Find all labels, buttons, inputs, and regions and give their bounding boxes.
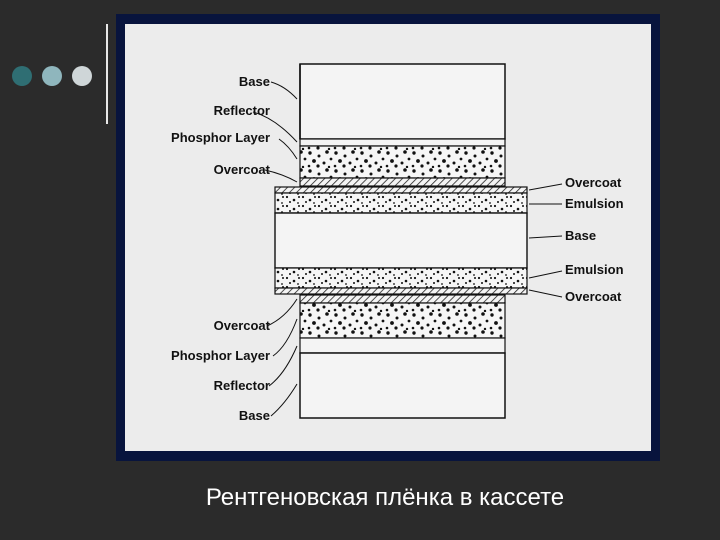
label-film-top-emulsion: Emulsion <box>565 196 624 211</box>
left-leader-lines <box>252 81 298 417</box>
label-lower-base: Base <box>239 408 270 423</box>
film-base <box>274 212 528 269</box>
lower-phosphor-layer <box>299 302 506 339</box>
label-lower-phosphor-layer: Phosphor Layer <box>171 348 270 363</box>
film-top-overcoat <box>274 186 528 194</box>
label-film-bottom-emulsion: Emulsion <box>565 262 624 277</box>
lower-reflector-layer <box>299 337 506 354</box>
label-film-top-overcoat: Overcoat <box>565 175 622 190</box>
slide-divider-line <box>106 24 108 124</box>
upper-reflector-layer <box>299 138 506 147</box>
upper-overcoat-layer <box>299 177 506 187</box>
dot-light-gray <box>72 66 92 86</box>
dot-light-teal <box>42 66 62 86</box>
film-bottom-overcoat <box>274 287 528 295</box>
film-top-emulsion <box>274 192 528 214</box>
dot-dark-teal <box>12 66 32 86</box>
upper-base-layer <box>299 63 506 140</box>
label-upper-reflector: Reflector <box>214 103 270 118</box>
label-upper-base: Base <box>239 74 270 89</box>
xray-cassette-diagram: Base Reflector Phosphor Layer Overcoat O… <box>125 24 651 451</box>
lower-intensifying-screen <box>299 294 506 419</box>
label-film-base: Base <box>565 228 596 243</box>
diagram-frame: Base Reflector Phosphor Layer Overcoat O… <box>116 14 660 461</box>
upper-intensifying-screen <box>299 63 506 187</box>
xray-film <box>274 186 528 295</box>
upper-phosphor-layer <box>299 145 506 179</box>
slide-caption: Рентгеновская плёнка в кассете <box>205 484 565 511</box>
label-lower-overcoat: Overcoat <box>214 318 271 333</box>
film-bottom-emulsion <box>274 267 528 289</box>
label-film-bottom-overcoat: Overcoat <box>565 289 622 304</box>
label-upper-overcoat: Overcoat <box>214 162 271 177</box>
lower-overcoat-layer <box>299 294 506 304</box>
label-lower-reflector: Reflector <box>214 378 270 393</box>
lower-base-layer <box>299 352 506 419</box>
label-upper-phosphor-layer: Phosphor Layer <box>171 130 270 145</box>
right-leader-lines <box>528 183 563 298</box>
